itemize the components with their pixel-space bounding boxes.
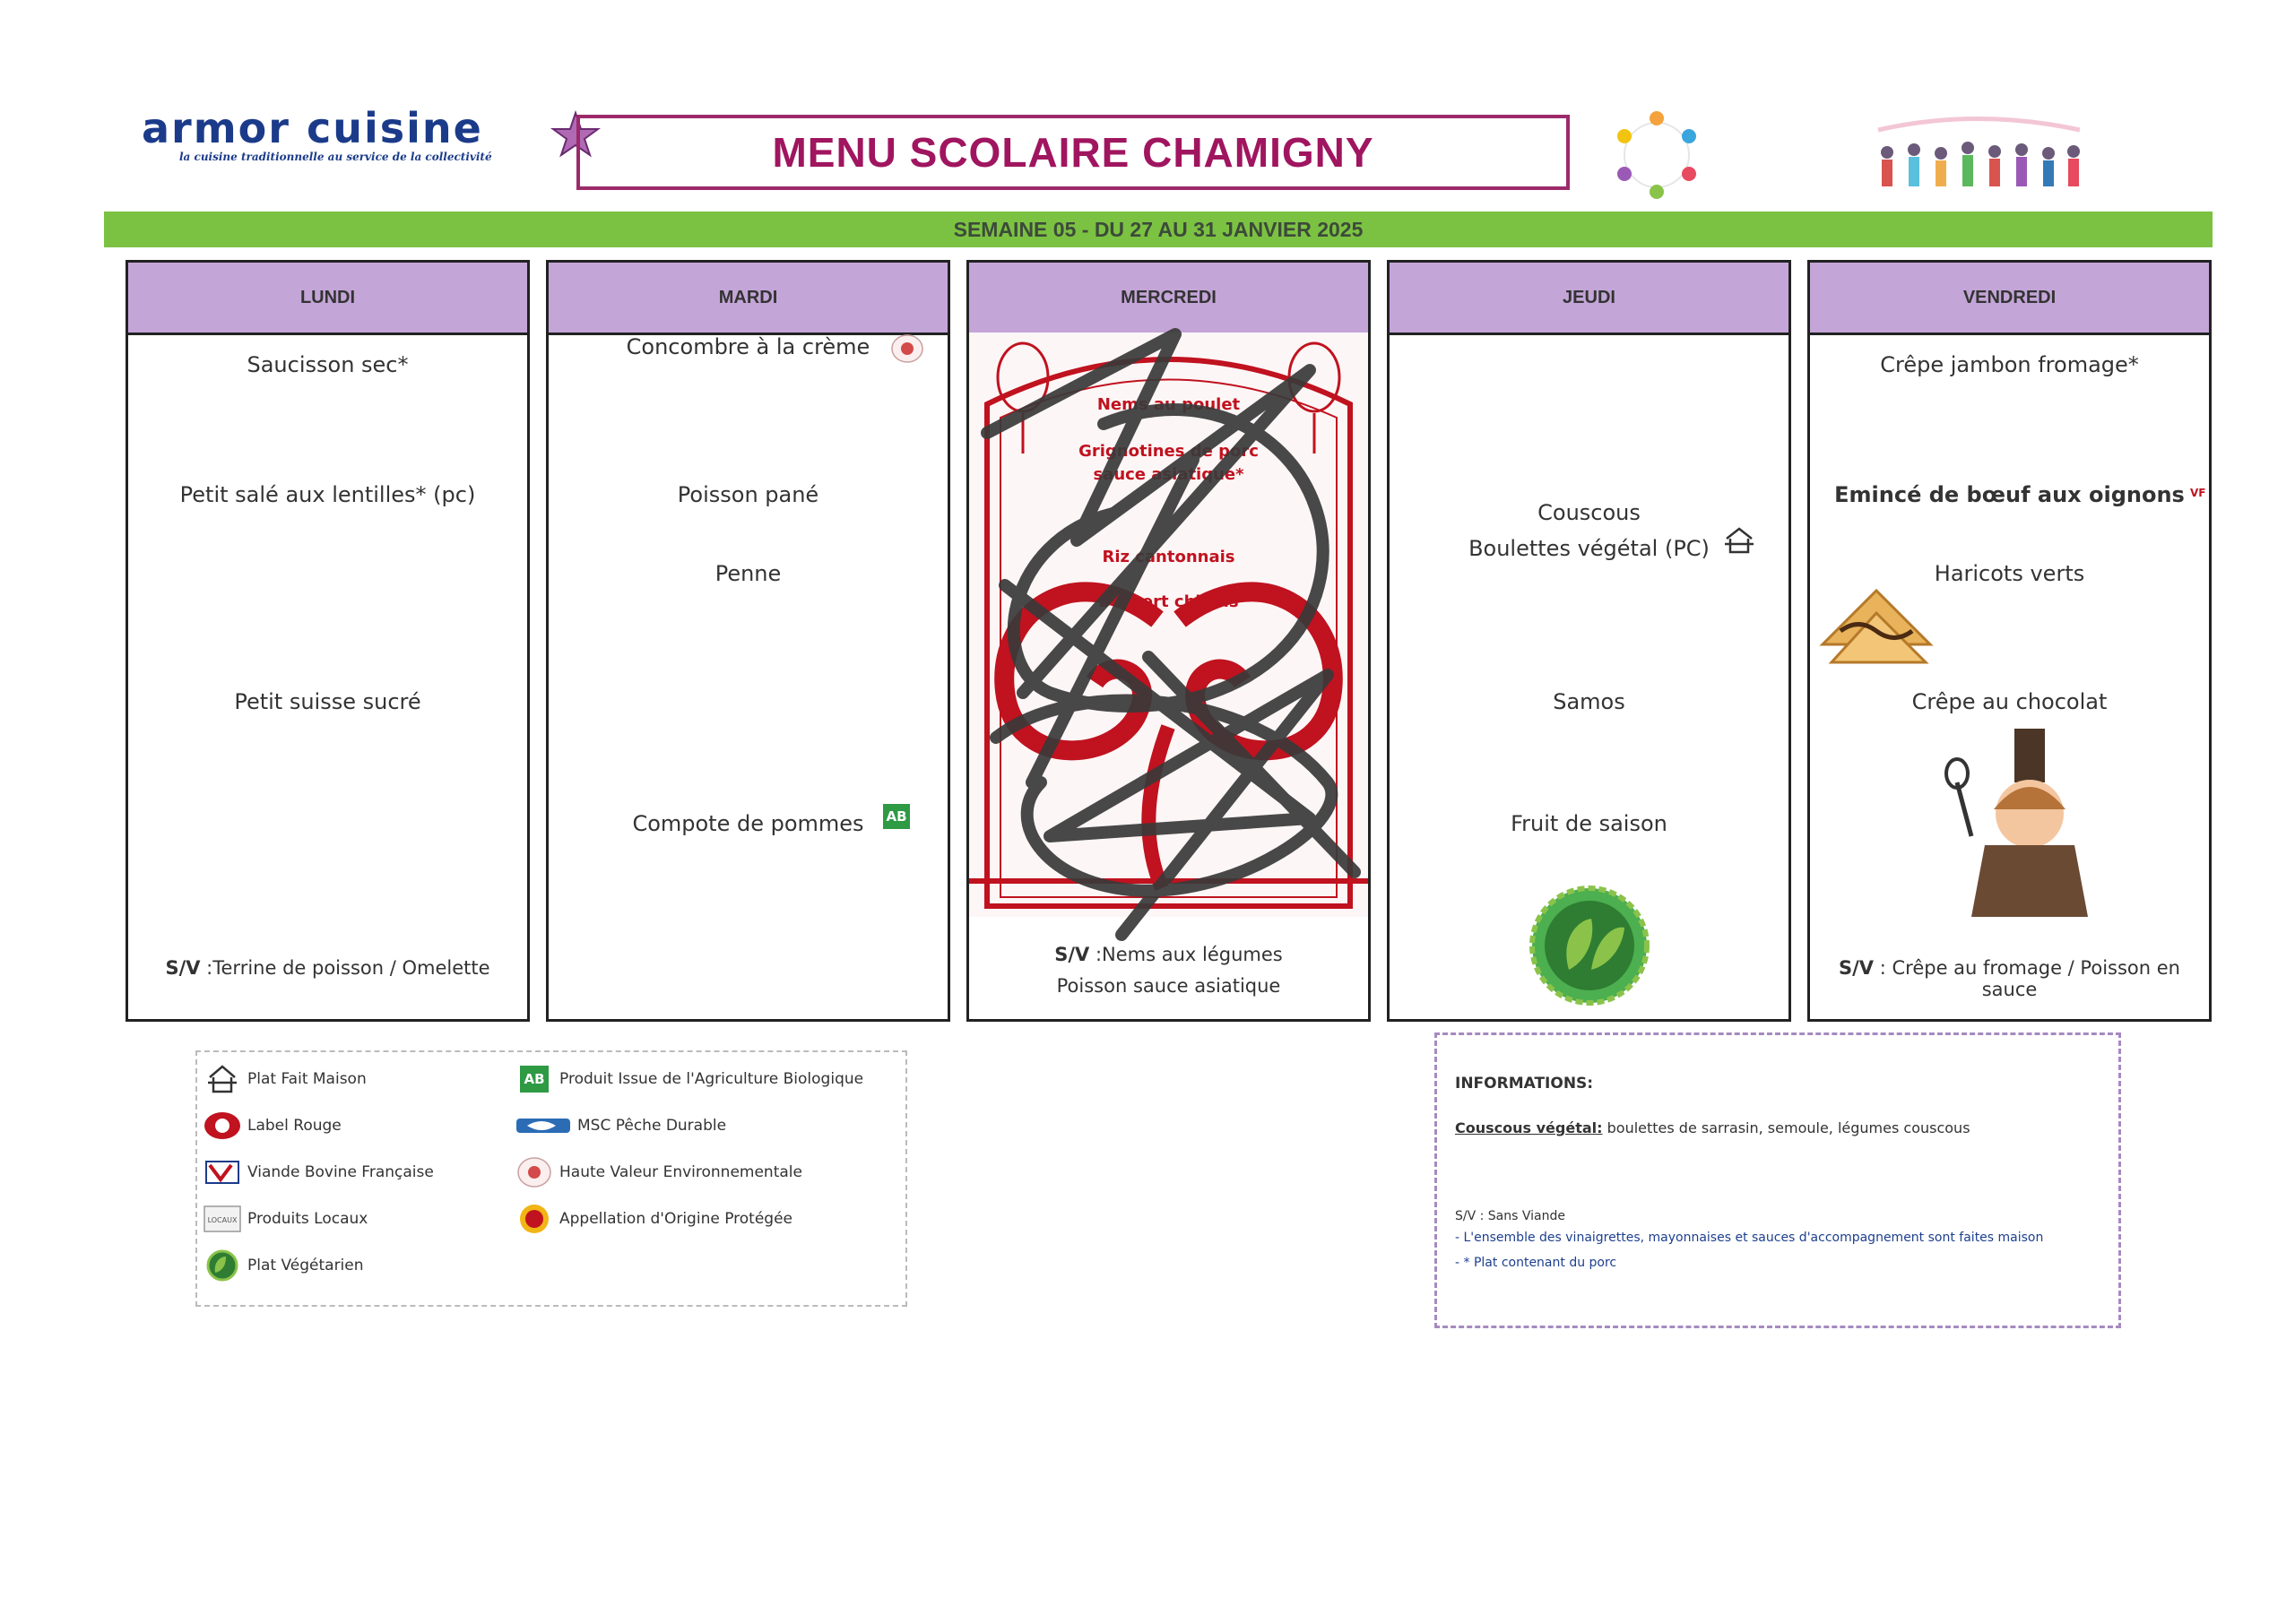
legend-item: LOCAUX Produits Locaux <box>203 1203 368 1235</box>
day-header: MARDI <box>549 263 948 335</box>
vbf-icon: VF <box>2190 487 2206 499</box>
msc-fish-icon <box>516 1119 570 1133</box>
dish: Couscous <box>1537 500 1641 525</box>
kids-circle-illustration <box>1617 111 1696 199</box>
hve-icon <box>517 1157 551 1188</box>
dish: Petit suisse sucré <box>234 689 421 714</box>
dish: Crêpe jambon fromage* <box>1880 352 2139 377</box>
logo-text: armor cuisine <box>142 104 483 152</box>
chef-illustration <box>1944 729 2088 917</box>
legend-item: Appellation d'Origine Protégée <box>515 1203 792 1235</box>
sauces-note: - L'ensemble des vinaigrettes, mayonnais… <box>1455 1231 2044 1245</box>
day-column-mercredi: MERCREDI Nems au poulet Grignotines de p… <box>966 260 1371 1022</box>
crepe-illustration <box>1819 588 1934 664</box>
produits-locaux-icon: LOCAUX <box>204 1205 241 1232</box>
day-header: MERCREDI <box>969 263 1368 335</box>
information-box: INFORMATIONS: Couscous végétal: boulette… <box>1434 1032 2121 1328</box>
legend-item: Haute Valeur Environnementale <box>515 1156 802 1188</box>
house-icon <box>1725 527 1754 554</box>
vbf-icon <box>205 1161 239 1184</box>
legend-item: Plat Végétarien <box>203 1249 364 1282</box>
dish: Concombre à la crème <box>626 334 870 359</box>
label-rouge-icon <box>204 1112 240 1139</box>
info-title: INFORMATIONS: <box>1455 1075 1594 1093</box>
dish: Saucisson sec* <box>247 352 409 377</box>
legend-box: Plat Fait Maison Label Rouge Viande Bovi… <box>195 1050 907 1307</box>
sans-viande-option: S/V :Terrine de poisson / Omelette <box>165 957 490 979</box>
dish: Boulettes végétal (PC) <box>1468 536 1710 561</box>
vegetarian-leaf-icon <box>206 1249 238 1282</box>
star-icon <box>550 109 602 158</box>
house-icon <box>208 1065 237 1093</box>
vegetarian-leaf-icon <box>1529 885 1650 1006</box>
page-title: MENU SCOLAIRE CHAMIGNY <box>772 129 1374 176</box>
legend-item: MSC Pêche Durable <box>515 1110 726 1142</box>
day-header: VENDREDI <box>1810 263 2209 335</box>
dish: Penne <box>714 561 782 586</box>
cross-out-scribble <box>981 328 1361 941</box>
legend-item: Label Rouge <box>203 1110 342 1142</box>
dish: Emincé de bœuf aux oignons <box>1834 482 2185 507</box>
armor-cuisine-logo: armor cuisine la cuisine traditionnelle … <box>142 106 500 168</box>
dish: Crêpe au chocolat <box>1911 689 2108 714</box>
legend-item: Plat Fait Maison <box>203 1063 367 1095</box>
sans-viande-definition: S/V : Sans Viande <box>1455 1209 1565 1223</box>
dish: Haricots verts <box>1934 561 2085 586</box>
svg-text:LOCAUX: LOCAUX <box>208 1216 238 1224</box>
day-column-lundi: LUNDI Saucisson sec* Petit salé aux lent… <box>126 260 530 1022</box>
legend-item: Viande Bovine Française <box>203 1156 434 1188</box>
aop-icon <box>520 1205 549 1233</box>
dish: Compote de pommes <box>632 811 864 836</box>
ab-icon: AB <box>515 1063 554 1095</box>
dish: Petit salé aux lentilles* (pc) <box>179 482 476 507</box>
week-label: SEMAINE 05 - DU 27 AU 31 JANVIER 2025 <box>953 217 1364 241</box>
dish: Fruit de saison <box>1511 811 1667 836</box>
couscous-note: Couscous végétal: boulettes de sarrasin,… <box>1455 1119 1970 1136</box>
menu-title-box: MENU SCOLAIRE CHAMIGNY <box>576 115 1570 190</box>
children-group-illustration <box>1877 117 2081 186</box>
sans-viande-option-line2: Poisson sauce asiatique <box>1056 975 1281 997</box>
day-header: JEUDI <box>1390 263 1788 335</box>
sans-viande-option: S/V : Crêpe au fromage / Poisson en sauc… <box>1839 957 2180 1000</box>
hve-icon <box>891 334 923 363</box>
day-column-mardi: MARDI Concombre à la crème Poisson pané … <box>546 260 950 1022</box>
dish: Poisson pané <box>677 482 819 507</box>
day-header: LUNDI <box>128 263 527 335</box>
dish: Dessert chinois <box>1098 592 1239 611</box>
logo-tagline: la cuisine traditionnelle au service de … <box>179 151 492 163</box>
day-column-jeudi: JEUDI Couscous Boulettes végétal (PC) Sa… <box>1387 260 1791 1022</box>
legend-item: AB Produit Issue de l'Agriculture Biolog… <box>515 1063 863 1095</box>
week-banner: SEMAINE 05 - DU 27 AU 31 JANVIER 2025 <box>104 212 2213 247</box>
pork-note: - * Plat contenant du porc <box>1455 1256 1617 1270</box>
sans-viande-option: S/V :Nems aux légumes <box>1054 944 1283 965</box>
day-column-vendredi: VENDREDI Crêpe jambon fromage* Emincé de… <box>1807 260 2212 1022</box>
ab-icon: AB <box>883 804 910 829</box>
dish: Samos <box>1553 689 1625 714</box>
